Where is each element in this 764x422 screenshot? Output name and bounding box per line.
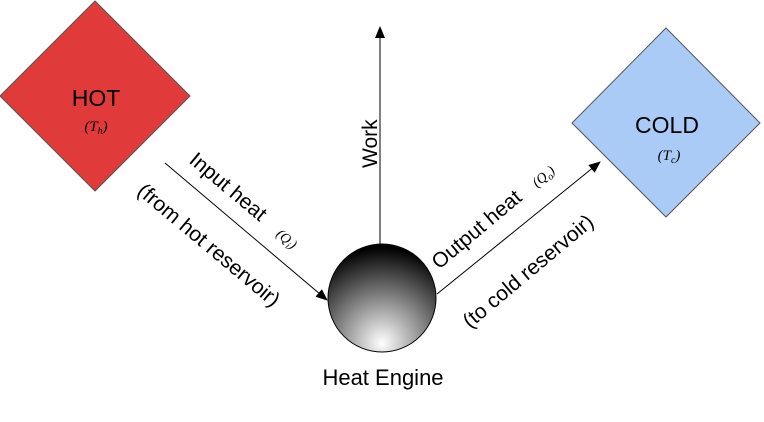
work-label: Work [359, 119, 382, 168]
output-heat-label: Output heat [427, 186, 526, 274]
heat-engine: Heat Engine [322, 243, 444, 390]
heat-engine-label: Heat Engine [322, 365, 443, 390]
cold-reservoir-shape [571, 27, 761, 218]
cold-reservoir-label: COLD [635, 112, 699, 138]
hot-reservoir: HOT (Th) [0, 0, 191, 192]
hot-reservoir-label: HOT [72, 85, 121, 111]
cold-reservoir: COLD (Tc) [571, 27, 761, 218]
heat-engine-sphere [327, 243, 437, 353]
output-heat-arrow [436, 161, 601, 295]
hot-reservoir-shape [0, 0, 191, 192]
output-heat-symbol: (Qo) [530, 163, 560, 192]
input-heat-arrow [164, 162, 328, 301]
input-heat-symbol: (Qi) [271, 227, 299, 255]
hot-reservoir-symbol: (Th) [84, 119, 107, 137]
input-heat-label: Input heat [185, 148, 271, 226]
cold-reservoir-symbol: (Tc) [658, 148, 681, 166]
